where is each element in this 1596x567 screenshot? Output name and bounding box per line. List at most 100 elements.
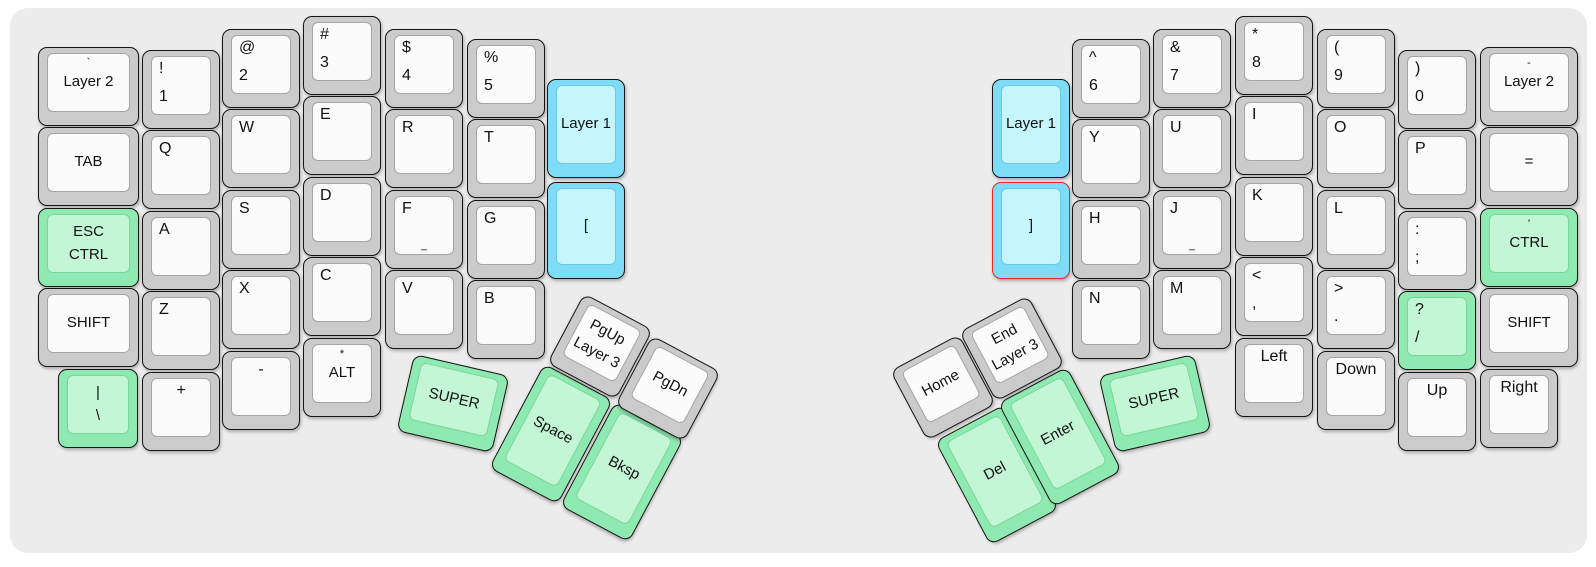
key-m[interactable]: M	[1153, 270, 1231, 349]
key-label: ^	[1089, 49, 1097, 66]
key-caret-6[interactable]: ^6	[1072, 39, 1150, 118]
keycap-surface: )0	[1407, 56, 1467, 115]
key-plus[interactable]: +	[142, 372, 220, 451]
key-shift-right[interactable]: SHIFT	[1480, 288, 1578, 367]
key-tab[interactable]: TAB	[38, 127, 139, 206]
keycap-surface: S	[231, 196, 291, 255]
key-minus[interactable]: -	[222, 351, 300, 430]
key-shift-left[interactable]: SHIFT	[38, 288, 139, 367]
key-s[interactable]: S	[222, 190, 300, 269]
key-label: P	[1415, 140, 1426, 157]
key-t[interactable]: T	[467, 119, 545, 198]
key-lbracket[interactable]: [	[547, 182, 625, 279]
key-z[interactable]: Z	[142, 291, 220, 370]
key-rbracket[interactable]: ]	[992, 182, 1070, 279]
keycap-surface: +	[151, 378, 211, 437]
key-comma[interactable]: <,	[1235, 257, 1313, 336]
keycap-surface: SHIFT	[47, 294, 130, 353]
key-label: Left	[1260, 348, 1288, 365]
key-label: | \	[95, 384, 101, 424]
keycap-surface: F_	[394, 196, 454, 255]
key-percent-5[interactable]: %5	[467, 39, 545, 118]
key-question-slash[interactable]: ?/	[1398, 291, 1476, 370]
key-w[interactable]: W	[222, 109, 300, 188]
key-label: '	[1527, 218, 1531, 230]
key-super-left[interactable]: SUPER	[396, 353, 510, 453]
key-right-arrow[interactable]: Right	[1480, 369, 1558, 448]
key-label: 9	[1334, 67, 1343, 85]
key-label: ]	[1028, 217, 1034, 235]
key-d[interactable]: D	[303, 177, 381, 256]
key-minus-layer2[interactable]: -Layer 2	[1480, 47, 1578, 126]
keycap-surface: PgDn	[629, 344, 711, 425]
key-g[interactable]: G	[467, 200, 545, 279]
key-period[interactable]: >.	[1317, 270, 1395, 349]
key-r[interactable]: R	[385, 109, 463, 188]
key-v[interactable]: V	[385, 270, 463, 349]
key-x[interactable]: X	[222, 270, 300, 349]
key-left-arrow[interactable]: Left	[1235, 338, 1313, 417]
keycap-surface: V	[394, 276, 454, 335]
key-k[interactable]: K	[1235, 177, 1313, 256]
keycap-surface: TAB	[47, 133, 130, 192]
key-equals[interactable]: =	[1480, 127, 1578, 206]
key-paren-9[interactable]: (9	[1317, 29, 1395, 108]
keycap-surface: =	[1489, 133, 1569, 192]
key-j[interactable]: J_	[1153, 190, 1231, 269]
keycap-surface: `Layer 2	[47, 53, 130, 112]
key-exclam-1[interactable]: !1	[142, 50, 220, 129]
key-label: Z	[159, 301, 169, 318]
key-l[interactable]: L	[1317, 190, 1395, 269]
key-a[interactable]: A	[142, 211, 220, 290]
key-star-alt[interactable]: *ALT	[303, 338, 381, 417]
key-label: F	[402, 200, 412, 217]
key-c[interactable]: C	[303, 257, 381, 336]
key-label: I	[1252, 106, 1257, 123]
key-i[interactable]: I	[1235, 96, 1313, 175]
key-n[interactable]: N	[1072, 280, 1150, 359]
key-label: *	[339, 348, 345, 360]
key-label: ,	[1252, 295, 1257, 313]
key-hash-3[interactable]: #3	[303, 16, 381, 95]
keycap-surface: #3	[312, 22, 372, 81]
key-b[interactable]: B	[467, 280, 545, 359]
keycap-surface: [	[556, 188, 616, 265]
key-semicolon[interactable]: :;	[1398, 211, 1476, 290]
key-amp-7[interactable]: &7	[1153, 29, 1231, 108]
key-star-8[interactable]: *8	[1235, 16, 1313, 95]
key-q[interactable]: Q	[142, 130, 220, 209]
key-y[interactable]: Y	[1072, 119, 1150, 198]
key-h[interactable]: H	[1072, 200, 1150, 279]
key-esc-ctrl[interactable]: ESC CTRL	[38, 208, 139, 287]
key-pipe-backslash[interactable]: | \	[58, 369, 138, 448]
key-super-right[interactable]: SUPER	[1098, 353, 1212, 453]
key-label: ;	[1415, 249, 1420, 267]
keycap-surface: PgUp Layer 3	[561, 302, 643, 383]
keycap-surface: -Layer 2	[1489, 53, 1569, 112]
keycap-surface: U	[1162, 115, 1222, 174]
key-label: C	[320, 267, 332, 284]
key-label: SUPER	[426, 384, 482, 413]
keycap-surface: T	[476, 125, 536, 184]
key-p[interactable]: P	[1398, 130, 1476, 209]
key-f[interactable]: F_	[385, 190, 463, 269]
key-down-arrow[interactable]: Down	[1317, 351, 1395, 430]
key-dollar-4[interactable]: $4	[385, 29, 463, 108]
key-quote-ctrl[interactable]: 'CTRL	[1480, 208, 1578, 287]
key-label: M	[1170, 280, 1184, 297]
key-o[interactable]: O	[1317, 109, 1395, 188]
keycap-surface: Y	[1081, 125, 1141, 184]
key-label: *	[1252, 26, 1259, 43]
keycap-surface: | \	[67, 375, 129, 434]
keycap-surface: <,	[1244, 263, 1304, 322]
key-at-2[interactable]: @2	[222, 29, 300, 108]
key-u[interactable]: U	[1153, 109, 1231, 188]
key-grave-layer2[interactable]: `Layer 2	[38, 47, 139, 126]
key-e[interactable]: E	[303, 96, 381, 175]
key-layer1-left[interactable]: Layer 1	[547, 79, 625, 178]
key-up-arrow[interactable]: Up	[1398, 372, 1476, 451]
key-label: J	[1170, 200, 1178, 217]
key-paren-0[interactable]: )0	[1398, 50, 1476, 129]
key-layer1-right[interactable]: Layer 1	[992, 79, 1070, 178]
